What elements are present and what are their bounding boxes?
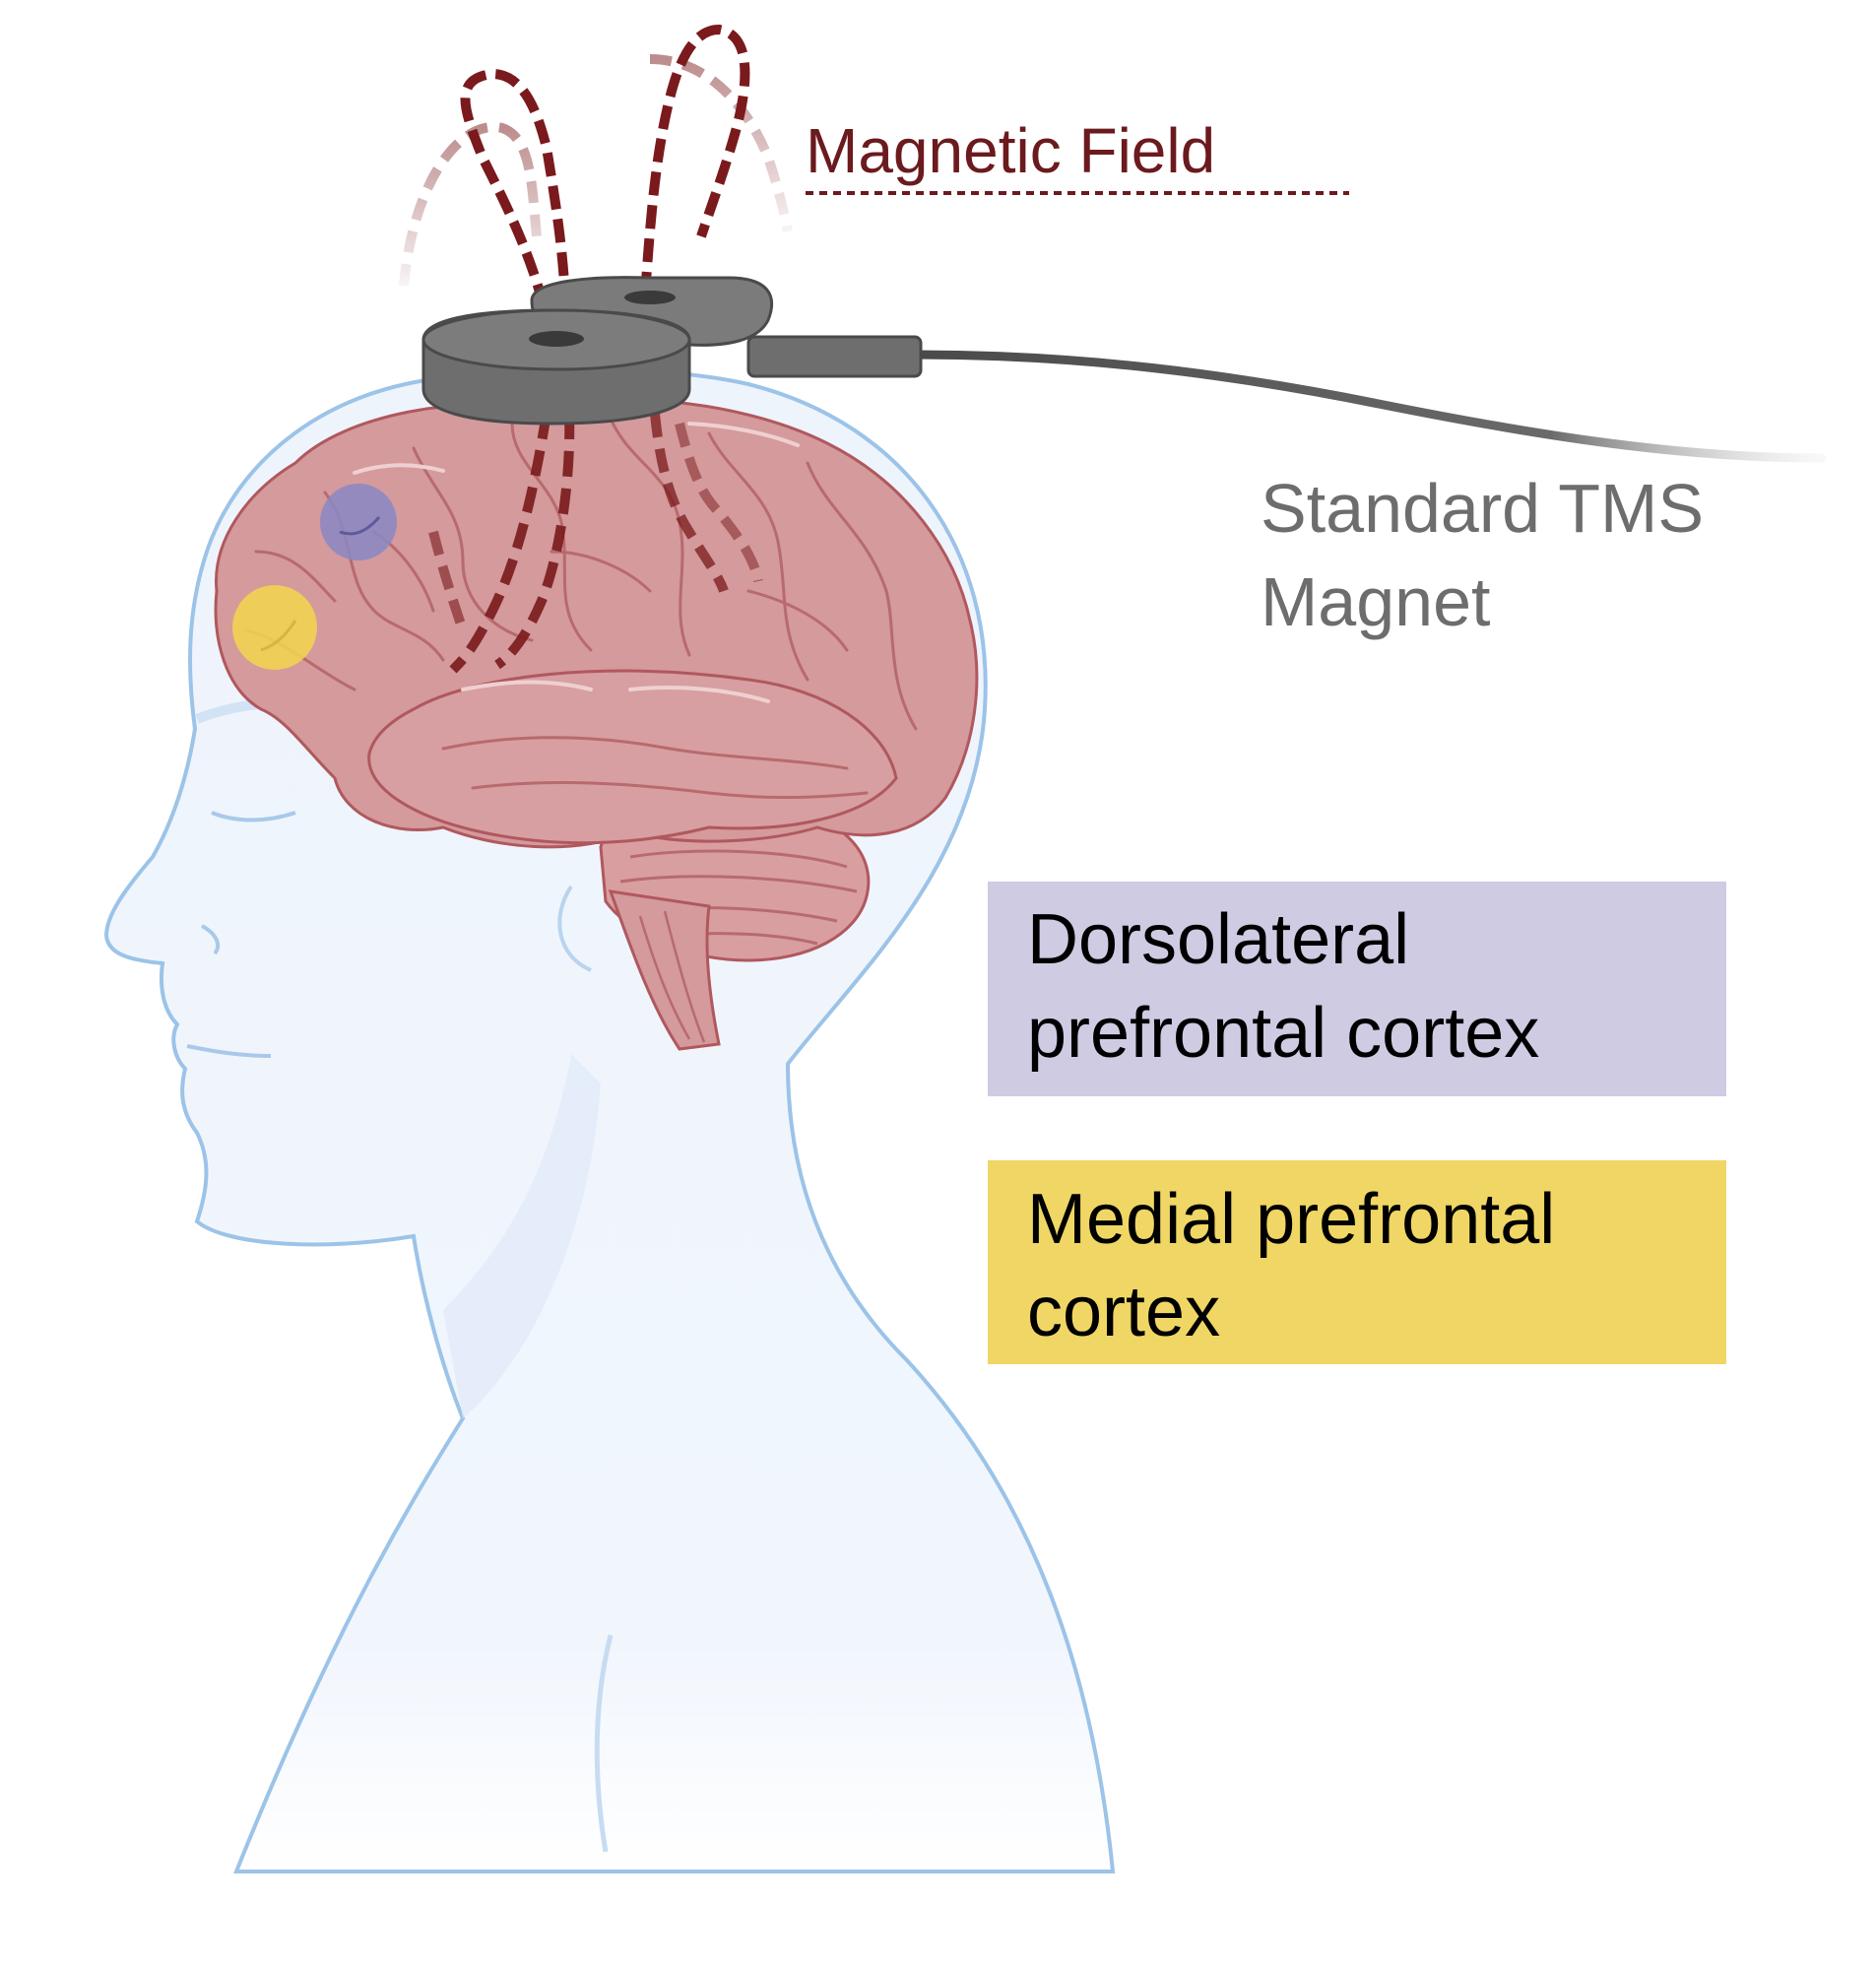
magnet-label-line2: Magnet <box>1261 563 1490 640</box>
tms-magnet <box>421 276 1827 463</box>
field-line-brain-left-2 <box>494 413 575 670</box>
field-line-outer-left <box>399 121 542 287</box>
dlpfc-marker-vessel <box>339 516 381 536</box>
field-line-brain-right <box>650 413 729 593</box>
dlpfc-marker <box>320 484 397 560</box>
magnet-hole-front <box>529 331 584 347</box>
cerebellum-folds <box>619 849 858 946</box>
field-line-brain-left <box>449 413 551 674</box>
legend-dlpfc-line2: prefrontal cortex <box>1027 994 1539 1073</box>
legend-mpfc-line2: cortex <box>1027 1273 1220 1351</box>
nostril-outline <box>200 924 221 955</box>
field-line-outer-right <box>649 54 793 232</box>
legend-mpfc-line1: Medial prefrontal <box>1027 1180 1555 1259</box>
magnet-label-line1: Standard TMS <box>1261 470 1704 547</box>
magnet-cable <box>911 350 1827 463</box>
mouth-outline <box>186 1044 272 1058</box>
magnetic-field-lines <box>399 24 793 674</box>
eye-outline <box>211 811 296 822</box>
magnet-hole-back <box>624 291 676 304</box>
magnetic-field-label: Magnetic Field <box>806 115 1215 186</box>
ear-outline <box>557 885 592 972</box>
legend-box-dlpfc <box>988 882 1726 1096</box>
legend-box-mpfc <box>988 1160 1726 1364</box>
legend: Dorsolateral prefrontal cortex Medial pr… <box>988 882 1726 1364</box>
legend-dlpfc-line1: Dorsolateral <box>1027 900 1409 979</box>
brain <box>214 398 979 1051</box>
brainstem-lines <box>638 910 706 1043</box>
shoulder-line <box>594 1634 614 1853</box>
field-line-right-loop <box>640 24 750 296</box>
field-line-brain-mid <box>428 530 468 632</box>
mpfc-marker-vessel <box>260 620 297 652</box>
field-line-brain-right-2 <box>675 422 763 583</box>
magnet-handle <box>746 335 923 378</box>
neck-shading <box>443 1054 601 1418</box>
brain-highlights <box>353 422 800 703</box>
temporal-lobe <box>367 669 898 845</box>
field-line-left-loop <box>460 68 571 341</box>
mpfc-marker <box>232 585 317 670</box>
